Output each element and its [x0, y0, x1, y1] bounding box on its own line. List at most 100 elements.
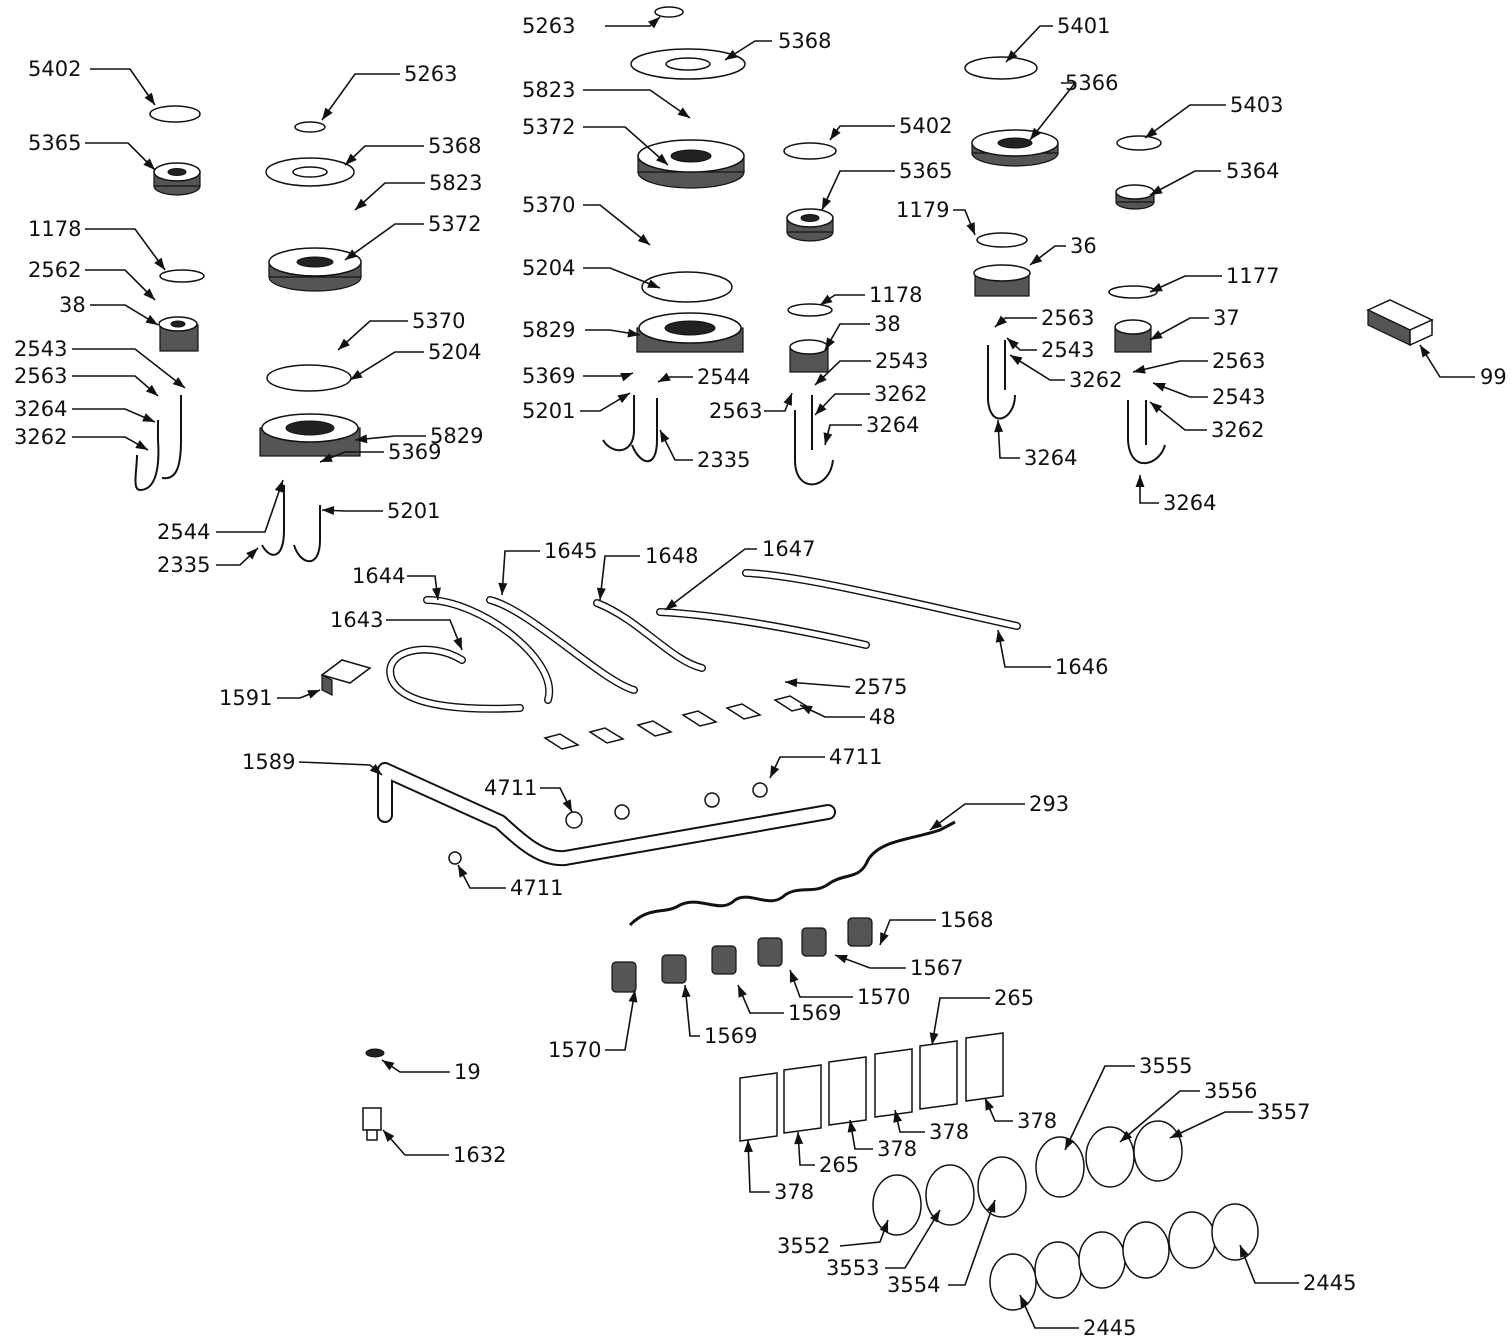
- label-5829-mid: 5829: [522, 318, 575, 342]
- part-2335-electrode-mid: [602, 395, 658, 463]
- part-3264-thermocouple-rmid: [794, 395, 834, 486]
- leader-arrowhead: [143, 158, 155, 170]
- leader-arrowhead: [1153, 383, 1166, 392]
- leader-lines: [72, 16, 1475, 1329]
- leader-arrowhead: [830, 127, 841, 140]
- leader-arrowhead: [822, 197, 832, 210]
- label-5402-rmid: 5402: [899, 114, 952, 138]
- leader-arrowhead: [794, 1132, 804, 1145]
- leader-arrowhead: [994, 420, 1004, 433]
- part-5402-cap-rmid: [783, 142, 837, 160]
- label-2543-far-right: 2543: [1212, 385, 1265, 409]
- leader-arrowhead: [893, 1110, 903, 1123]
- part-19-washer: [365, 1048, 385, 1058]
- leader-arrowhead: [1420, 345, 1431, 358]
- label-1178-rmid: 1178: [869, 283, 922, 307]
- label-2563-right: 2563: [1041, 306, 1094, 330]
- label-36: 36: [1070, 234, 1097, 258]
- leader-arrowhead: [338, 338, 350, 350]
- leader-arrowhead: [274, 480, 284, 493]
- leader-arrowhead: [815, 373, 827, 385]
- leader-arrowhead: [823, 432, 833, 445]
- label-1644: 1644: [352, 564, 405, 588]
- label-3262-far-right: 3262: [1211, 418, 1264, 442]
- label-3557: 3557: [1257, 1100, 1310, 1124]
- leader-arrowhead: [879, 1220, 889, 1233]
- leader-arrowhead: [800, 705, 813, 715]
- label-1569-upper: 1569: [788, 1001, 841, 1025]
- leader-arrowhead: [929, 1210, 940, 1223]
- part-switch-plates: [739, 1032, 1004, 1142]
- leader-arrowhead: [154, 257, 165, 270]
- label-5372-left: 5372: [428, 212, 481, 236]
- part-5263-cap-small-mid: [654, 6, 684, 18]
- part-1179-gasket: [976, 232, 1028, 248]
- part-36-valve-body: [973, 264, 1031, 297]
- part-5829-injector-housing-mid: [636, 312, 744, 353]
- part-293-wire-harness: [628, 820, 956, 927]
- label-1645: 1645: [544, 539, 597, 563]
- leader-arrowhead: [345, 153, 357, 165]
- part-5372-burner-base-left: [268, 247, 362, 292]
- leader-arrowhead: [1030, 254, 1043, 265]
- part-5401-cap-large: [964, 56, 1038, 80]
- leader-arrowhead: [1150, 185, 1163, 195]
- leader-arrowhead: [596, 587, 606, 600]
- label-2543-left: 2543: [14, 337, 67, 361]
- leader-arrowhead: [681, 985, 691, 998]
- part-5365-burner-head-left: [153, 162, 201, 196]
- label-1570-lower: 1570: [548, 1038, 601, 1062]
- leader-arrowhead: [637, 233, 650, 245]
- leader-arrowhead: [647, 279, 660, 288]
- label-3264-right: 3264: [1024, 446, 1077, 470]
- label-1570-upper: 1570: [857, 985, 910, 1009]
- label-4711-lower: 4711: [510, 876, 563, 900]
- label-1177: 1177: [1226, 264, 1279, 288]
- part-5204-gasket-left: [266, 364, 352, 392]
- leader-arrowhead: [617, 393, 630, 404]
- label-3553: 3553: [826, 1256, 879, 1280]
- leader-arrowhead: [1010, 355, 1023, 366]
- leader-arrowhead: [355, 434, 368, 444]
- label-5364: 5364: [1226, 159, 1279, 183]
- part-5372-burner-base-mid: [637, 139, 745, 189]
- part-5402-cap-left: [149, 105, 201, 123]
- leader-arrowhead: [1133, 364, 1146, 374]
- leader-arrowhead: [172, 377, 185, 388]
- leader-arrowhead: [1145, 127, 1158, 138]
- label-5368-left: 5368: [428, 134, 481, 158]
- leader-arrowhead: [320, 453, 333, 462]
- label-5370-mid: 5370: [522, 193, 575, 217]
- label-5403: 5403: [1230, 93, 1283, 117]
- leader-arrowhead: [648, 17, 660, 29]
- part-5365-burner-head-rmid: [786, 208, 834, 242]
- part-5263-cap-small-left: [294, 121, 326, 133]
- label-1179: 1179: [896, 198, 949, 222]
- leader-arrowhead: [658, 372, 671, 382]
- leader-arrowhead: [1120, 1130, 1133, 1142]
- part-99-terminal-block: [1366, 299, 1434, 347]
- leader-arrowhead: [665, 599, 678, 610]
- part-1591-bracket: [320, 659, 372, 684]
- leader-arrowhead: [432, 587, 441, 600]
- leader-arrowhead: [820, 294, 833, 305]
- leader-arrowhead: [880, 932, 889, 945]
- label-4711-right: 4711: [829, 745, 882, 769]
- label-2563-left: 2563: [14, 364, 67, 388]
- leader-arrowhead: [350, 369, 363, 380]
- label-5369-mid: 5369: [522, 364, 575, 388]
- leader-arrowhead: [382, 1060, 395, 1071]
- leader-arrowhead: [322, 506, 335, 516]
- part-5366-burner-head-large: [971, 129, 1059, 167]
- leader-arrowhead: [1030, 127, 1041, 140]
- leader-arrowhead: [677, 107, 690, 118]
- label-1647: 1647: [762, 537, 815, 561]
- part-37-valve-body: [1114, 319, 1152, 353]
- label-1567: 1567: [910, 956, 963, 980]
- label-5365-rmid: 5365: [899, 159, 952, 183]
- label-38-left: 38: [59, 293, 86, 317]
- label-5263-mid: 5263: [522, 14, 575, 38]
- label-2335-left: 2335: [157, 553, 210, 577]
- label-2563-far-right: 2563: [1212, 349, 1265, 373]
- leader-arrowhead: [966, 222, 975, 235]
